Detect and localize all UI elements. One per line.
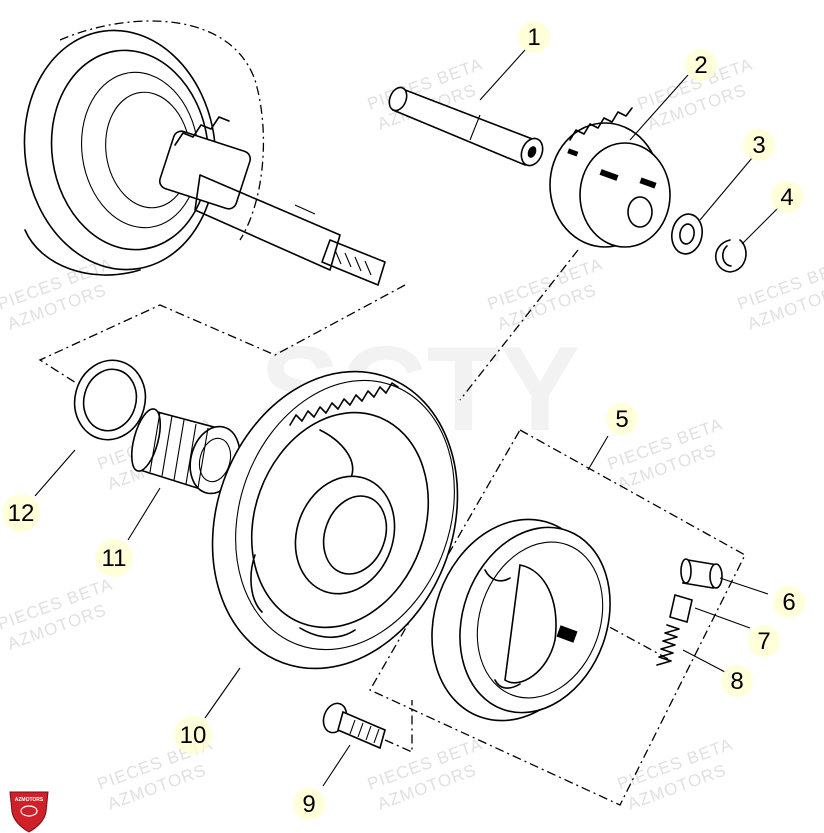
- spring-part: [656, 624, 680, 666]
- callout-label: 1: [527, 24, 540, 51]
- callout-label: 9: [302, 791, 315, 818]
- azmotors-logo: AZMOTORS: [9, 791, 49, 833]
- callout-11: 11: [95, 539, 133, 577]
- roller-part: [680, 558, 723, 589]
- shaft-part: [388, 86, 544, 167]
- callout-10: 10: [174, 716, 212, 754]
- bolt-part: [322, 702, 386, 750]
- callout-2: 2: [685, 49, 717, 81]
- callout-5: 5: [606, 403, 638, 435]
- washer-part: [671, 213, 703, 255]
- callout-label: 4: [780, 184, 793, 211]
- logo-text: AZMOTORS: [15, 797, 44, 803]
- callout-label: 7: [757, 628, 770, 655]
- callout-label: 11: [102, 545, 127, 572]
- callout-4: 4: [771, 181, 803, 213]
- gear-part: [549, 107, 671, 248]
- callout-6: 6: [773, 586, 805, 618]
- plunger-part: [669, 593, 693, 624]
- circlip-part: [714, 239, 747, 273]
- callout-8: 8: [721, 665, 753, 697]
- callout-label: 10: [180, 722, 207, 749]
- callout-label: 6: [782, 589, 795, 616]
- callout-label: 5: [615, 406, 628, 433]
- thrust-washer-part: [73, 359, 147, 441]
- callout-label: 8: [730, 668, 743, 695]
- one-way-clutch-part: [431, 518, 611, 722]
- callout-7: 7: [748, 625, 780, 657]
- callout-label: 12: [8, 500, 35, 527]
- callout-label: 3: [752, 132, 765, 159]
- starter-driven-gear-part: [211, 370, 459, 670]
- callout-12: 12: [2, 494, 40, 532]
- crankcase-shaft-assembly: [23, 20, 386, 286]
- callout-1: 1: [518, 21, 550, 53]
- callout-label: 2: [694, 52, 707, 79]
- leader-lines: [34, 49, 779, 787]
- callout-3: 3: [743, 129, 775, 161]
- callout-9: 9: [293, 788, 325, 820]
